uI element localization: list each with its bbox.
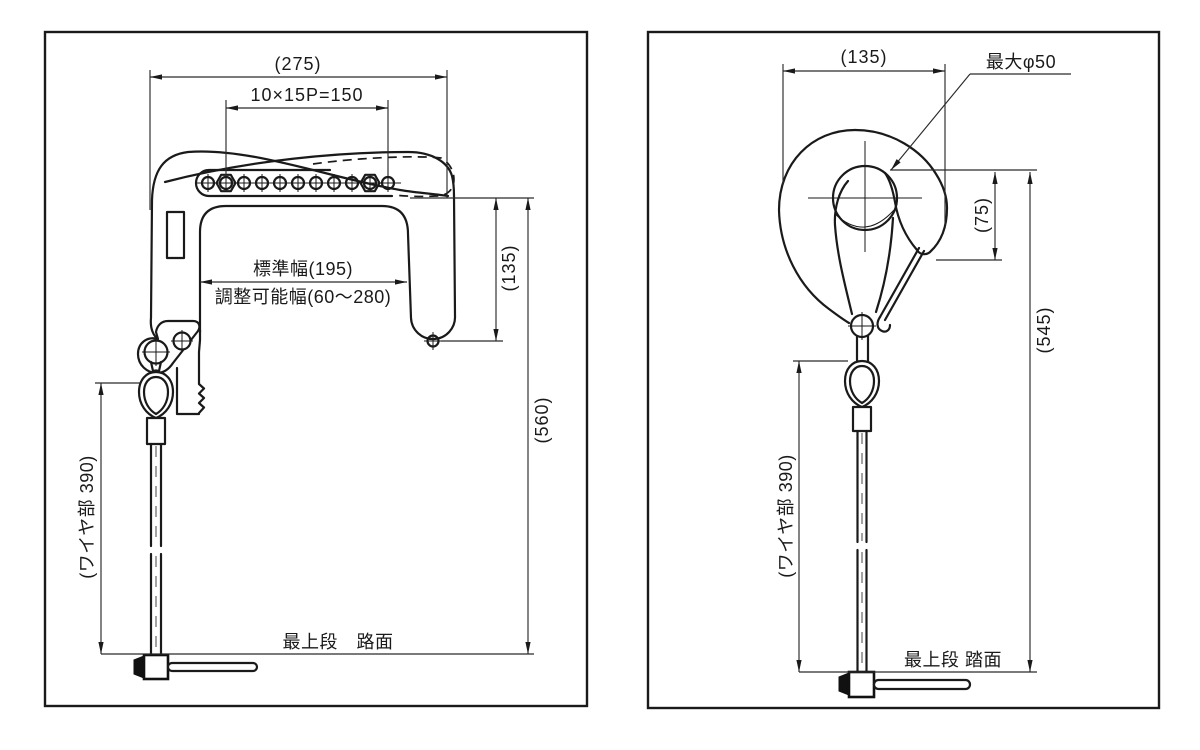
hook-body <box>777 128 949 364</box>
left-view-frame <box>43 30 589 708</box>
wire-ferrule <box>145 416 167 446</box>
dim-wire-label: (ワイヤ部 390) <box>77 455 97 578</box>
safety-latch <box>876 246 926 333</box>
t-handle-pin <box>133 655 145 679</box>
clamp-lower-arm <box>175 328 206 416</box>
dim-drop-label: (135) <box>499 244 519 291</box>
left-view-panel: (275) 10×15P=150 標準幅(195) 調整可能幅(60～280) … <box>43 30 589 708</box>
hex-bolts <box>215 173 381 193</box>
hook-inner-left <box>833 179 854 316</box>
dim-throat-label: (75) <box>972 197 992 233</box>
hook-wire-assembly <box>838 359 972 699</box>
dim-standard-width-label: 標準幅(195) <box>253 259 353 279</box>
hook-wire-rope <box>856 429 868 674</box>
t-handle-rod <box>166 661 259 673</box>
tensioner-assembly <box>133 319 259 681</box>
hook-baseline-label: 最上段 踏面 <box>904 650 1002 670</box>
dim-hook-wire-label: (ワイヤ部 390) <box>776 454 796 577</box>
wire-rope <box>149 442 163 657</box>
hole-circles <box>200 175 396 191</box>
right-view-dimensions: (135) 最大φ50 (75) (545) (ワイヤ部 390) 最上段 踏面 <box>776 47 1071 673</box>
max-diameter-label: 最大φ50 <box>986 52 1056 72</box>
rail-slot-dashed-alt <box>312 155 455 198</box>
clamp-top-edge-a <box>150 150 450 202</box>
hook-thimble-inner <box>848 364 876 405</box>
clamp-body <box>149 150 457 416</box>
hook-seat-arc <box>834 209 895 228</box>
wire-thimble-inner <box>142 375 170 416</box>
hook-eye-stem <box>855 333 870 364</box>
clamp-arm-slot <box>165 210 186 260</box>
hook-t-handle-pin <box>838 672 850 696</box>
rail-slot <box>194 168 394 198</box>
dim-adjustable-width-label: 調整可能幅(60～280) <box>215 287 392 307</box>
hook-t-handle-rod <box>872 678 972 691</box>
clamp-right-arm-and-opening <box>198 194 457 341</box>
dim-hole-pitch-label: 10×15P=150 <box>250 85 363 105</box>
left-view-dimensions: (275) 10×15P=150 標準幅(195) 調整可能幅(60～280) … <box>77 54 552 655</box>
hook-t-handle <box>838 670 972 699</box>
hook-inner-right <box>874 216 895 314</box>
t-handle <box>133 653 259 681</box>
right-view-panel: (135) 最大φ50 (75) (545) (ワイヤ部 390) 最上段 踏面 <box>646 30 1161 710</box>
hook-wire-ferrule <box>851 405 873 433</box>
baseline-label: 最上段 路面 <box>283 632 394 652</box>
dim-hook-height-label: (545) <box>1034 306 1054 353</box>
hook-outer-right-nose <box>853 128 949 256</box>
adjustment-holes <box>200 173 396 193</box>
dim-overall-width-label: (275) <box>274 54 321 74</box>
hook-t-handle-body <box>847 670 876 699</box>
eye-link <box>149 360 163 373</box>
dim-overall-height-label: (560) <box>532 396 552 443</box>
hook-outer-left <box>777 128 857 325</box>
dim-hook-width-label: (135) <box>840 47 887 67</box>
t-handle-body <box>142 653 170 681</box>
right-view-frame <box>646 30 1161 710</box>
max-diameter-leader <box>890 73 971 171</box>
